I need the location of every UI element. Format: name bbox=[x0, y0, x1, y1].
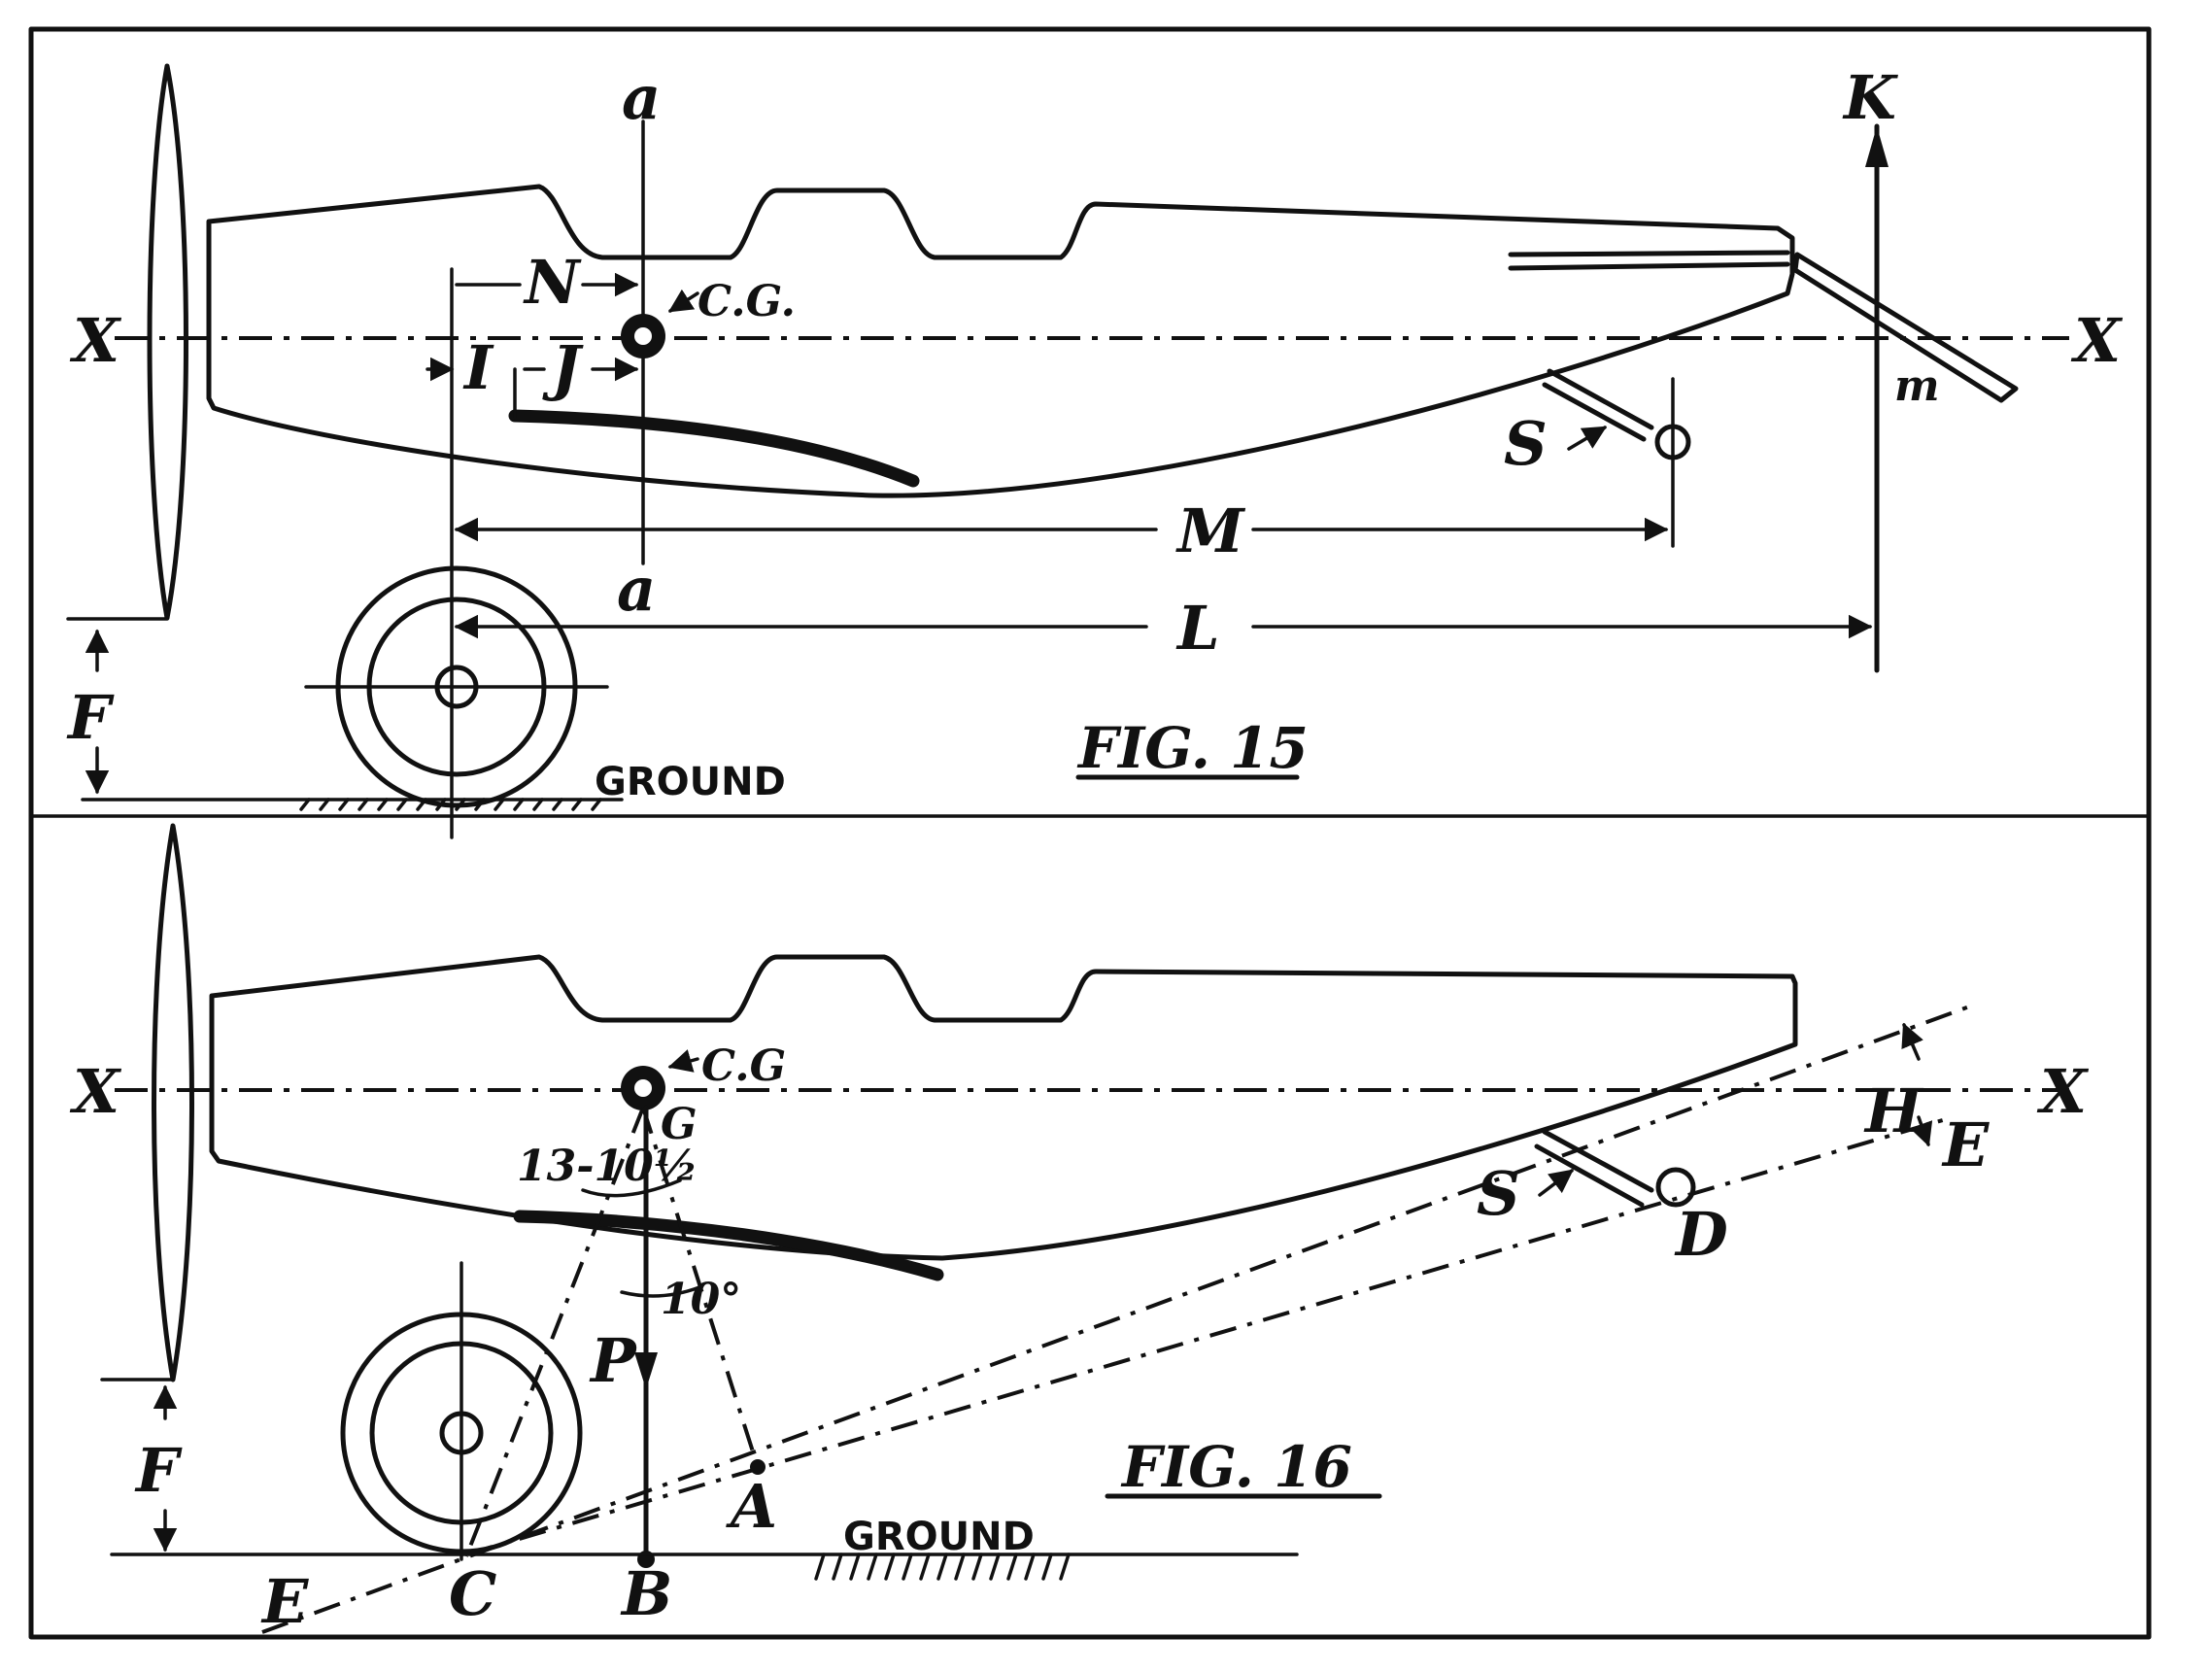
fig15-cg-leader bbox=[667, 289, 699, 313]
fig16-h-lower bbox=[1910, 1115, 1933, 1147]
fig15-tail-rail-2 bbox=[1508, 261, 1790, 271]
fig16-fuselage bbox=[209, 954, 1798, 1261]
fig16-label-p: P bbox=[589, 1325, 638, 1396]
fig15-cg-dot-inner bbox=[634, 327, 652, 345]
fig15-label-n: N bbox=[523, 247, 582, 318]
fig16-h-upper bbox=[1901, 1022, 1923, 1061]
fig15-label-m-small: m bbox=[1894, 361, 1940, 411]
fig16-point-a bbox=[750, 1459, 766, 1475]
fig15-label-j: J bbox=[542, 332, 584, 403]
fig15-caption: FIG. 15 bbox=[1076, 715, 1309, 781]
fig16-label-h: H bbox=[1863, 1075, 1924, 1146]
fig16-label-s: S bbox=[1477, 1158, 1520, 1229]
fig16-label-b: B bbox=[620, 1558, 672, 1629]
fig16-cg-leader bbox=[667, 1049, 699, 1073]
fig16-p-arrow bbox=[634, 1352, 658, 1389]
fig16-e-line-lower bbox=[465, 1115, 1954, 1556]
fig15-fuselage bbox=[206, 184, 1795, 498]
fig15-s-leader bbox=[1567, 426, 1608, 451]
fig16-label-g: G bbox=[661, 1100, 698, 1149]
fig15-k-arrow bbox=[1865, 126, 1889, 167]
fig16-wing bbox=[513, 1210, 944, 1281]
fig16-e-line-upper bbox=[261, 1004, 1973, 1634]
fig15-label-l-dim: L bbox=[1175, 593, 1220, 664]
fig16-label-ground: GROUND bbox=[843, 1515, 1035, 1559]
fig15-label-a-top: a bbox=[622, 62, 661, 133]
fig16-label-angle-13: 13-10½ bbox=[517, 1142, 698, 1191]
fig16-label-cg: C.G bbox=[701, 1041, 786, 1091]
outer-frame bbox=[28, 26, 2152, 1640]
fig16: X X C.G G 13-10½ 10° P H E E S D F A B C… bbox=[69, 823, 2090, 1637]
fig16-label-e-right: E bbox=[1941, 1109, 1990, 1180]
fig15-label-f: F bbox=[66, 682, 115, 753]
fig16-skid-2 bbox=[1534, 1143, 1645, 1208]
fig15-skid-2 bbox=[1542, 382, 1647, 442]
fig16-skid bbox=[1542, 1129, 1654, 1193]
fig16-label-f: F bbox=[134, 1435, 183, 1506]
fig15-label-a-bottom: a bbox=[617, 554, 656, 625]
fig16-s-leader bbox=[1538, 1169, 1574, 1197]
fig16-caption: FIG. 16 bbox=[1120, 1434, 1352, 1500]
fig15: a a X X K C.G. N I J S m M L F GROUND FI… bbox=[66, 62, 2124, 839]
fig16-label-angle-10: 10° bbox=[661, 1275, 741, 1324]
fig16-propeller bbox=[152, 823, 194, 1382]
fig16-label-d: D bbox=[1674, 1199, 1728, 1270]
fig15-skid bbox=[1547, 368, 1654, 430]
fig15-ground-hatch bbox=[299, 798, 602, 811]
fig16-label-c: C bbox=[449, 1558, 496, 1629]
fig16-cg-dot-inner bbox=[634, 1079, 652, 1097]
fig15-tail-rail bbox=[1508, 250, 1790, 257]
fig16-label-x-right: X bbox=[2036, 1056, 2090, 1127]
fig15-label-x-right: X bbox=[2070, 305, 2124, 376]
fig16-angle-arc-10 bbox=[620, 1285, 701, 1298]
fig16-label-x-left: X bbox=[69, 1056, 122, 1127]
fig15-label-ground: GROUND bbox=[595, 760, 786, 804]
fig15-wing bbox=[508, 409, 920, 488]
fig16-line-g-c bbox=[464, 1107, 645, 1557]
fig16-label-e-left: E bbox=[260, 1566, 309, 1637]
fig16-point-d-wheel bbox=[1655, 1167, 1696, 1208]
fig15-label-cg: C.G. bbox=[698, 277, 796, 326]
fig15-label-i: I bbox=[462, 332, 494, 403]
fig16-label-a: A bbox=[726, 1471, 777, 1542]
fig16-angle-arc-13 bbox=[581, 1178, 682, 1198]
fig15-label-x-left: X bbox=[69, 305, 122, 376]
fig15-label-s: S bbox=[1504, 408, 1548, 479]
fig15-label-m-dim: M bbox=[1175, 495, 1246, 566]
fig16-ground-hatch bbox=[814, 1553, 1071, 1581]
fig15-elevator bbox=[1792, 252, 2019, 403]
fig15-label-k: K bbox=[1842, 62, 1898, 133]
fig15-propeller bbox=[147, 63, 188, 621]
